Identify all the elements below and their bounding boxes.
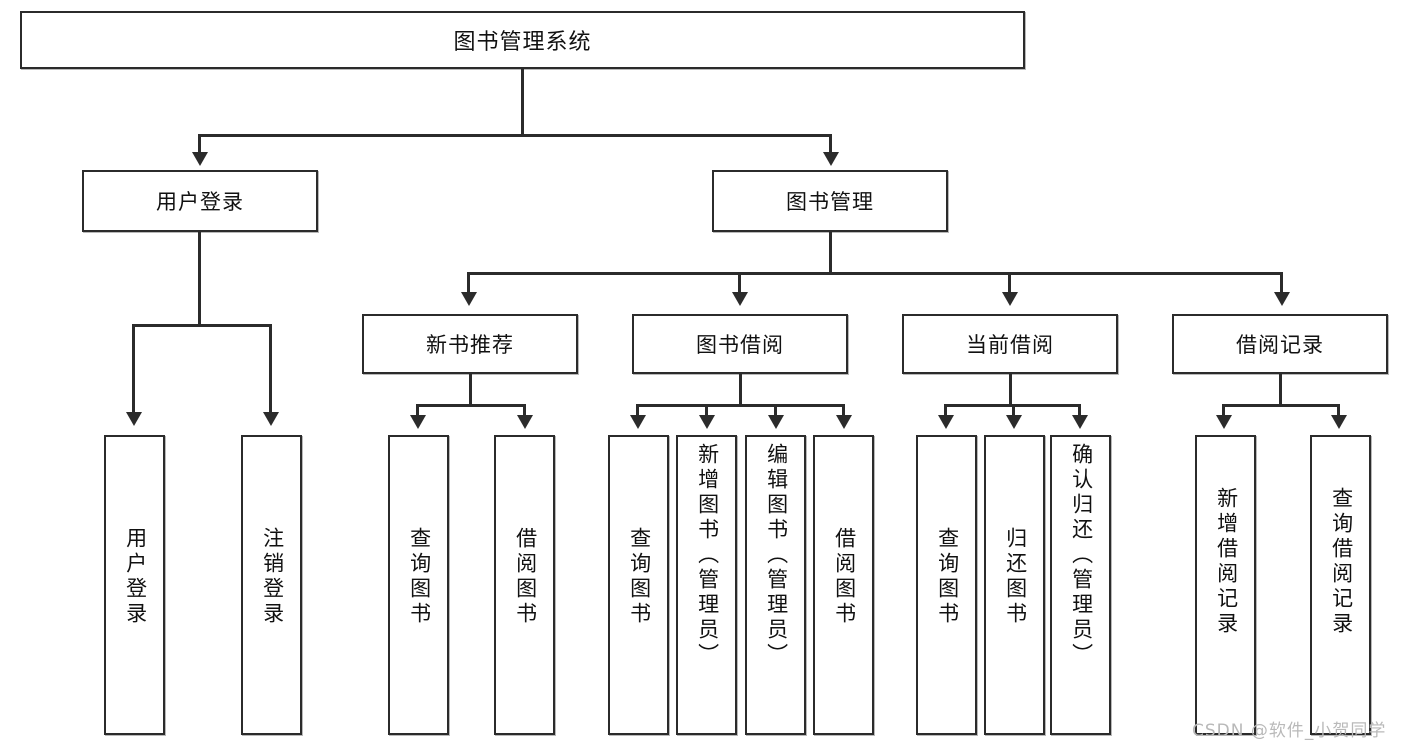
leaf-query-borrow-record[interactable]: 查询借阅记录 xyxy=(1310,435,1371,735)
arrow-bb-to-leaf-2 xyxy=(699,415,715,429)
connector-book-borrow-stem xyxy=(739,374,742,406)
leaf-label: 新增借阅记录 xyxy=(1214,487,1238,637)
node-borrow-record[interactable]: 借阅记录 xyxy=(1172,314,1388,374)
arrow-user-login-to-leaf-2 xyxy=(263,412,279,426)
leaf-edit-book-admin[interactable]: 编辑图书（管理员） xyxy=(745,435,806,735)
connector-bm-to-borrow-record xyxy=(1280,272,1283,294)
connector-borrow-record-bus xyxy=(1222,404,1340,407)
connector-book-borrow-bus xyxy=(636,404,844,407)
arrow-cb-to-leaf-2 xyxy=(1006,415,1022,429)
node-root-book-management-system[interactable]: 图书管理系统 xyxy=(20,11,1025,69)
node-label: 当前借阅 xyxy=(966,334,1054,357)
leaf-user-login[interactable]: 用户登录 xyxy=(104,435,165,735)
connector-root-to-book-management xyxy=(829,134,832,156)
leaf-label: 用户登录 xyxy=(123,527,147,627)
connector-cb-to-leaf-2 xyxy=(1012,404,1015,417)
leaf-search-book-current[interactable]: 查询图书 xyxy=(916,435,977,735)
arrow-br-to-leaf-1 xyxy=(1216,415,1232,429)
node-label: 图书管理系统 xyxy=(453,29,592,54)
leaf-label: 确认归还（管理员） xyxy=(1069,443,1093,668)
node-new-book-recommend[interactable]: 新书推荐 xyxy=(362,314,578,374)
connector-bb-to-leaf-1 xyxy=(636,404,639,417)
node-book-borrow[interactable]: 图书借阅 xyxy=(632,314,848,374)
connector-br-to-leaf-2 xyxy=(1337,404,1340,417)
connector-borrow-record-stem xyxy=(1279,374,1282,406)
node-current-borrow[interactable]: 当前借阅 xyxy=(902,314,1118,374)
leaf-logout[interactable]: 注销登录 xyxy=(241,435,302,735)
connector-new-book-stem xyxy=(469,374,472,406)
node-user-login[interactable]: 用户登录 xyxy=(82,170,318,232)
connector-bb-to-leaf-4 xyxy=(842,404,845,417)
arrow-bm-to-book-borrow xyxy=(732,292,748,306)
node-label: 用户登录 xyxy=(156,191,244,214)
connector-cb-to-leaf-3 xyxy=(1078,404,1081,417)
connector-bm-to-book-borrow xyxy=(738,272,741,294)
leaf-label: 查询图书 xyxy=(407,527,431,627)
node-label: 图书管理 xyxy=(786,191,874,214)
connector-nb-to-leaf-2 xyxy=(523,404,526,417)
node-book-management[interactable]: 图书管理 xyxy=(712,170,948,232)
connector-cb-to-leaf-1 xyxy=(944,404,947,417)
leaf-confirm-return-admin[interactable]: 确认归还（管理员） xyxy=(1050,435,1111,735)
leaf-return-book[interactable]: 归还图书 xyxy=(984,435,1045,735)
connector-root-to-user-login xyxy=(198,134,201,156)
leaf-borrow-book[interactable]: 借阅图书 xyxy=(813,435,874,735)
connector-nb-to-leaf-1 xyxy=(416,404,419,417)
leaf-label: 查询图书 xyxy=(935,527,959,627)
arrow-cb-to-leaf-1 xyxy=(938,415,954,429)
connector-root-bus xyxy=(198,134,832,137)
connector-bb-to-leaf-2 xyxy=(705,404,708,417)
connector-user-login-bus xyxy=(132,324,270,327)
arrow-user-login-to-leaf-1 xyxy=(126,412,142,426)
arrow-root-to-book-management xyxy=(823,152,839,166)
arrow-root-to-user-login xyxy=(192,152,208,166)
connector-book-management-stem xyxy=(829,232,832,274)
connector-user-login-to-leaf-1 xyxy=(132,324,135,414)
leaf-label: 查询图书 xyxy=(627,527,651,627)
csdn-watermark: CSDN @软件_小贺同学 xyxy=(1192,721,1387,741)
arrow-cb-to-leaf-3 xyxy=(1072,415,1088,429)
arrow-bb-to-leaf-4 xyxy=(836,415,852,429)
connector-bm-to-current-borrow xyxy=(1008,272,1011,294)
connector-new-book-bus xyxy=(416,404,526,407)
arrow-nb-to-leaf-1 xyxy=(410,415,426,429)
leaf-search-book-borrow[interactable]: 查询图书 xyxy=(608,435,669,735)
leaf-label: 新增图书（管理员） xyxy=(695,443,719,668)
leaf-label: 借阅图书 xyxy=(513,527,537,627)
leaf-label: 借阅图书 xyxy=(832,527,856,627)
connector-user-login-to-leaf-2 xyxy=(269,324,272,414)
arrow-bb-to-leaf-1 xyxy=(630,415,646,429)
arrow-bm-to-current-borrow xyxy=(1002,292,1018,306)
arrow-bb-to-leaf-3 xyxy=(768,415,784,429)
connector-book-management-bus xyxy=(467,272,1283,275)
connector-user-login-stem xyxy=(198,232,201,325)
connector-root-stem xyxy=(521,69,524,135)
leaf-search-book-recommend[interactable]: 查询图书 xyxy=(388,435,449,735)
connector-bm-to-new-book xyxy=(467,272,470,294)
arrow-nb-to-leaf-2 xyxy=(517,415,533,429)
node-label: 图书借阅 xyxy=(696,334,784,357)
leaf-label: 归还图书 xyxy=(1003,527,1027,627)
arrow-bm-to-new-book xyxy=(461,292,477,306)
connector-br-to-leaf-1 xyxy=(1222,404,1225,417)
leaf-add-borrow-record[interactable]: 新增借阅记录 xyxy=(1195,435,1256,735)
connector-bb-to-leaf-3 xyxy=(774,404,777,417)
arrow-br-to-leaf-2 xyxy=(1331,415,1347,429)
node-label: 新书推荐 xyxy=(426,334,514,357)
node-label: 借阅记录 xyxy=(1236,334,1324,357)
leaf-label: 编辑图书（管理员） xyxy=(764,443,788,668)
leaf-label: 注销登录 xyxy=(260,527,284,627)
arrow-bm-to-borrow-record xyxy=(1274,292,1290,306)
connector-current-borrow-stem xyxy=(1009,374,1012,406)
leaf-label: 查询借阅记录 xyxy=(1329,487,1353,637)
leaf-borrow-book-recommend[interactable]: 借阅图书 xyxy=(494,435,555,735)
connector-current-borrow-bus xyxy=(944,404,1079,407)
leaf-add-book-admin[interactable]: 新增图书（管理员） xyxy=(676,435,737,735)
